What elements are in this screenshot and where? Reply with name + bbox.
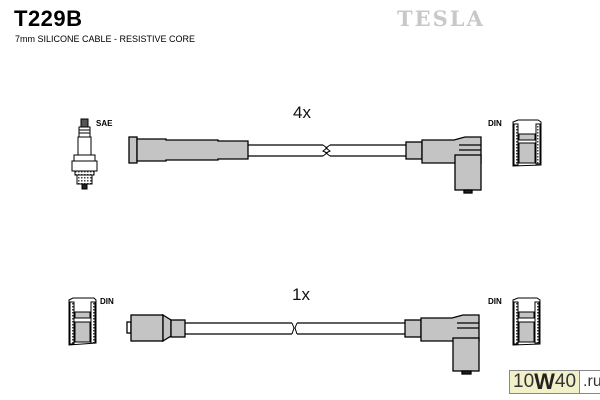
cable-2-left-din-terminal-icon [68,297,97,346]
cable-2-right-label: DIN [488,297,502,306]
cable-1-left-label: SAE [96,119,113,128]
watermark-suffix: .ru [579,371,600,393]
cable-1-straight-boot [128,136,249,164]
cable-1-right-label: DIN [488,119,502,128]
cable-1-quantity: 4x [293,103,311,122]
cable-1-din-terminal-icon [512,119,542,167]
cable-2-left-label: DIN [100,297,114,306]
watermark-middle: 40 [554,371,577,392]
cable-description: 7mm SILICONE CABLE - RESISTIVE CORE [15,34,196,44]
cable-1-wire [248,144,406,157]
part-number-title: T229B [14,6,83,31]
cable-1-angled-boot [405,136,482,194]
cable-2-straight-boot [126,313,186,343]
watermark-highlight: W [534,369,555,394]
watermark-prefix: 10 [513,371,535,392]
brand-logo: TESLA [397,6,485,31]
cable-2-quantity: 1x [292,285,310,304]
spark-plug-icon [71,118,98,190]
cable-2-right-din-terminal-icon [512,297,541,346]
cable-2-wire [185,322,405,335]
cable-2-angled-boot [404,314,480,375]
